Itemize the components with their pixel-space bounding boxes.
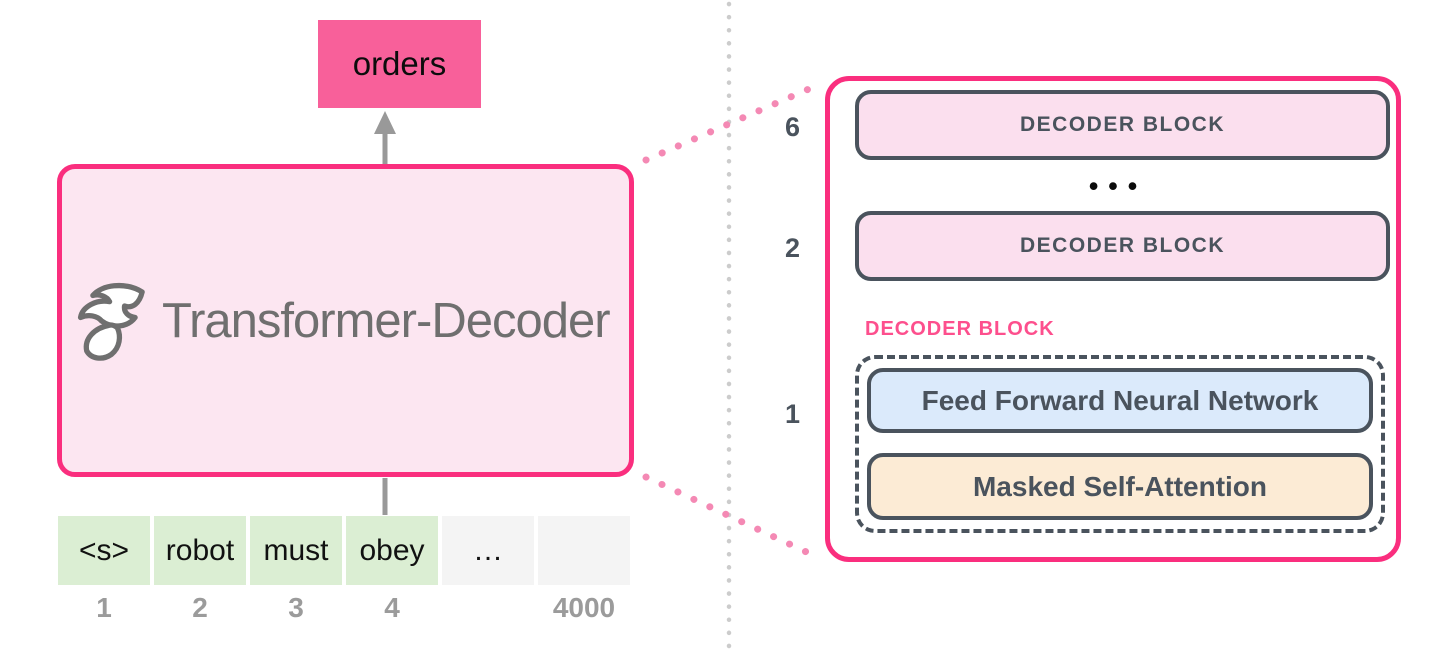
position-index: 4 <box>384 592 400 623</box>
position-index <box>442 592 534 624</box>
output-token-label: orders <box>352 45 447 82</box>
position-index: 1 <box>96 592 112 623</box>
token-cell: <s> <box>58 516 150 585</box>
layer-index-2: 2 <box>784 233 800 263</box>
transformer-decoder-box: Transformer-Decoder <box>57 164 634 477</box>
output-token-box: orders <box>318 20 481 108</box>
output-arrow-head <box>374 111 396 134</box>
input-token-row: <s> robot must obey … <box>58 516 630 585</box>
position-index: 4000 <box>552 592 616 623</box>
position-index-row: 1 2 3 4 4000 <box>58 592 630 624</box>
token-cell-ellipsis: … <box>442 516 534 585</box>
position-index: 2 <box>192 592 208 623</box>
decoder-block-detail-box: Feed Forward Neural Network Masked Self-… <box>855 355 1385 533</box>
layer-index-1: 1 <box>784 399 800 429</box>
feed-forward-block: Feed Forward Neural Network <box>867 368 1373 433</box>
zoom-connector-bottom <box>642 473 819 560</box>
token-cell: robot <box>154 516 246 585</box>
decoder-block-6: DECODER BLOCK <box>855 90 1390 160</box>
token-cell: must <box>250 516 342 585</box>
model-logo-row: Transformer-Decoder <box>70 279 611 363</box>
model-name: Transformer-Decoder <box>162 294 611 348</box>
flame-logo-icon <box>77 283 145 361</box>
decoder-block-2: DECODER BLOCK <box>855 211 1390 281</box>
layer-index-6: 6 <box>784 112 800 142</box>
stack-ellipsis: ••• <box>1088 171 1148 201</box>
token-cell-empty <box>538 516 630 585</box>
masked-self-attention-block: Masked Self-Attention <box>867 453 1373 520</box>
decoder-block-detail-title: DECODER BLOCK <box>865 318 1055 340</box>
token-cell: obey <box>346 516 438 585</box>
decoder-stack-box: DECODER BLOCK ••• DECODER BLOCK DECODER … <box>825 76 1401 562</box>
position-index: 3 <box>288 592 304 623</box>
